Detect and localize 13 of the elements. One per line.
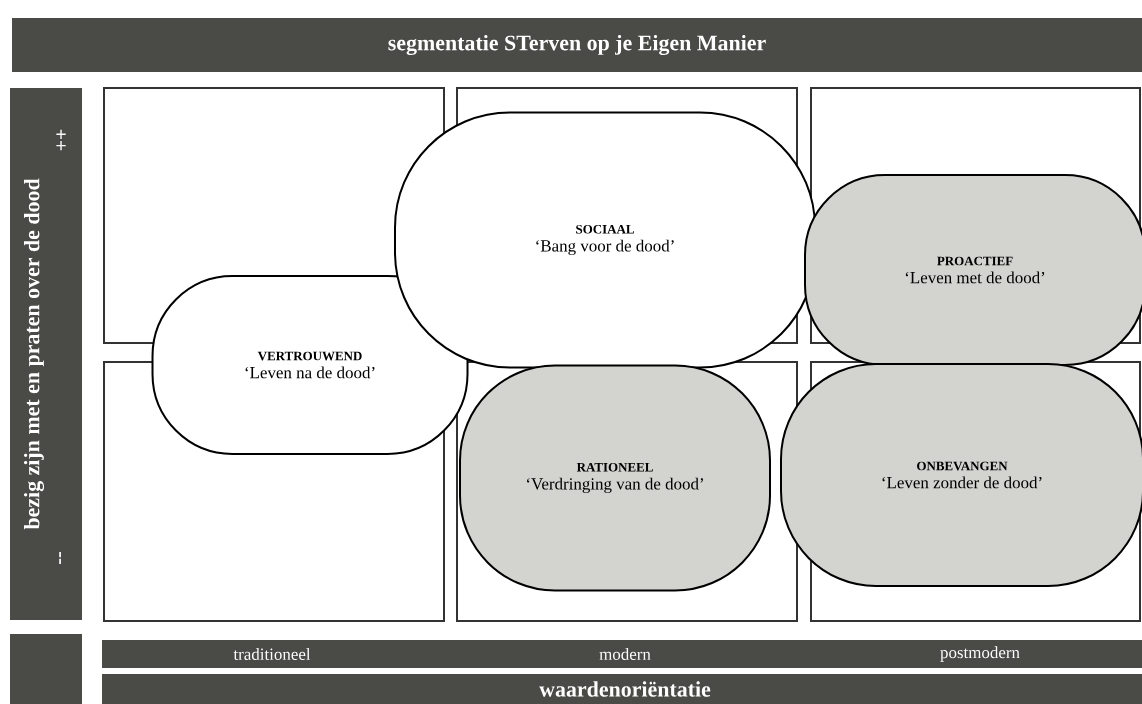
segment-blob: PROACTIEF ‘Leven met de dood’: [804, 174, 1142, 366]
axis-label: bezig zijn met en praten over de dood: [24, 178, 45, 530]
axis-category: traditioneel: [233, 648, 311, 660]
title-band: segmentatie STerven op je Eigen Manier: [12, 18, 1142, 72]
axis-band: waardenoriëntatie: [102, 674, 1142, 704]
axis-category: modern: [599, 648, 651, 660]
segment-blob: ONBEVANGEN ‘Leven zonder de dood’: [780, 363, 1142, 587]
segment-blob: RATIONEEL ‘Verdringing van de dood’: [459, 364, 771, 592]
segment-blob: VERTROUWEND ‘Leven na de dood’: [151, 275, 469, 455]
axis-category: postmodern: [940, 646, 1020, 662]
segment-blob: SOCIAAL ‘Bang voor de dood’: [394, 111, 816, 369]
axis-sign: --: [59, 552, 61, 564]
axis-sign: ++: [56, 129, 66, 151]
